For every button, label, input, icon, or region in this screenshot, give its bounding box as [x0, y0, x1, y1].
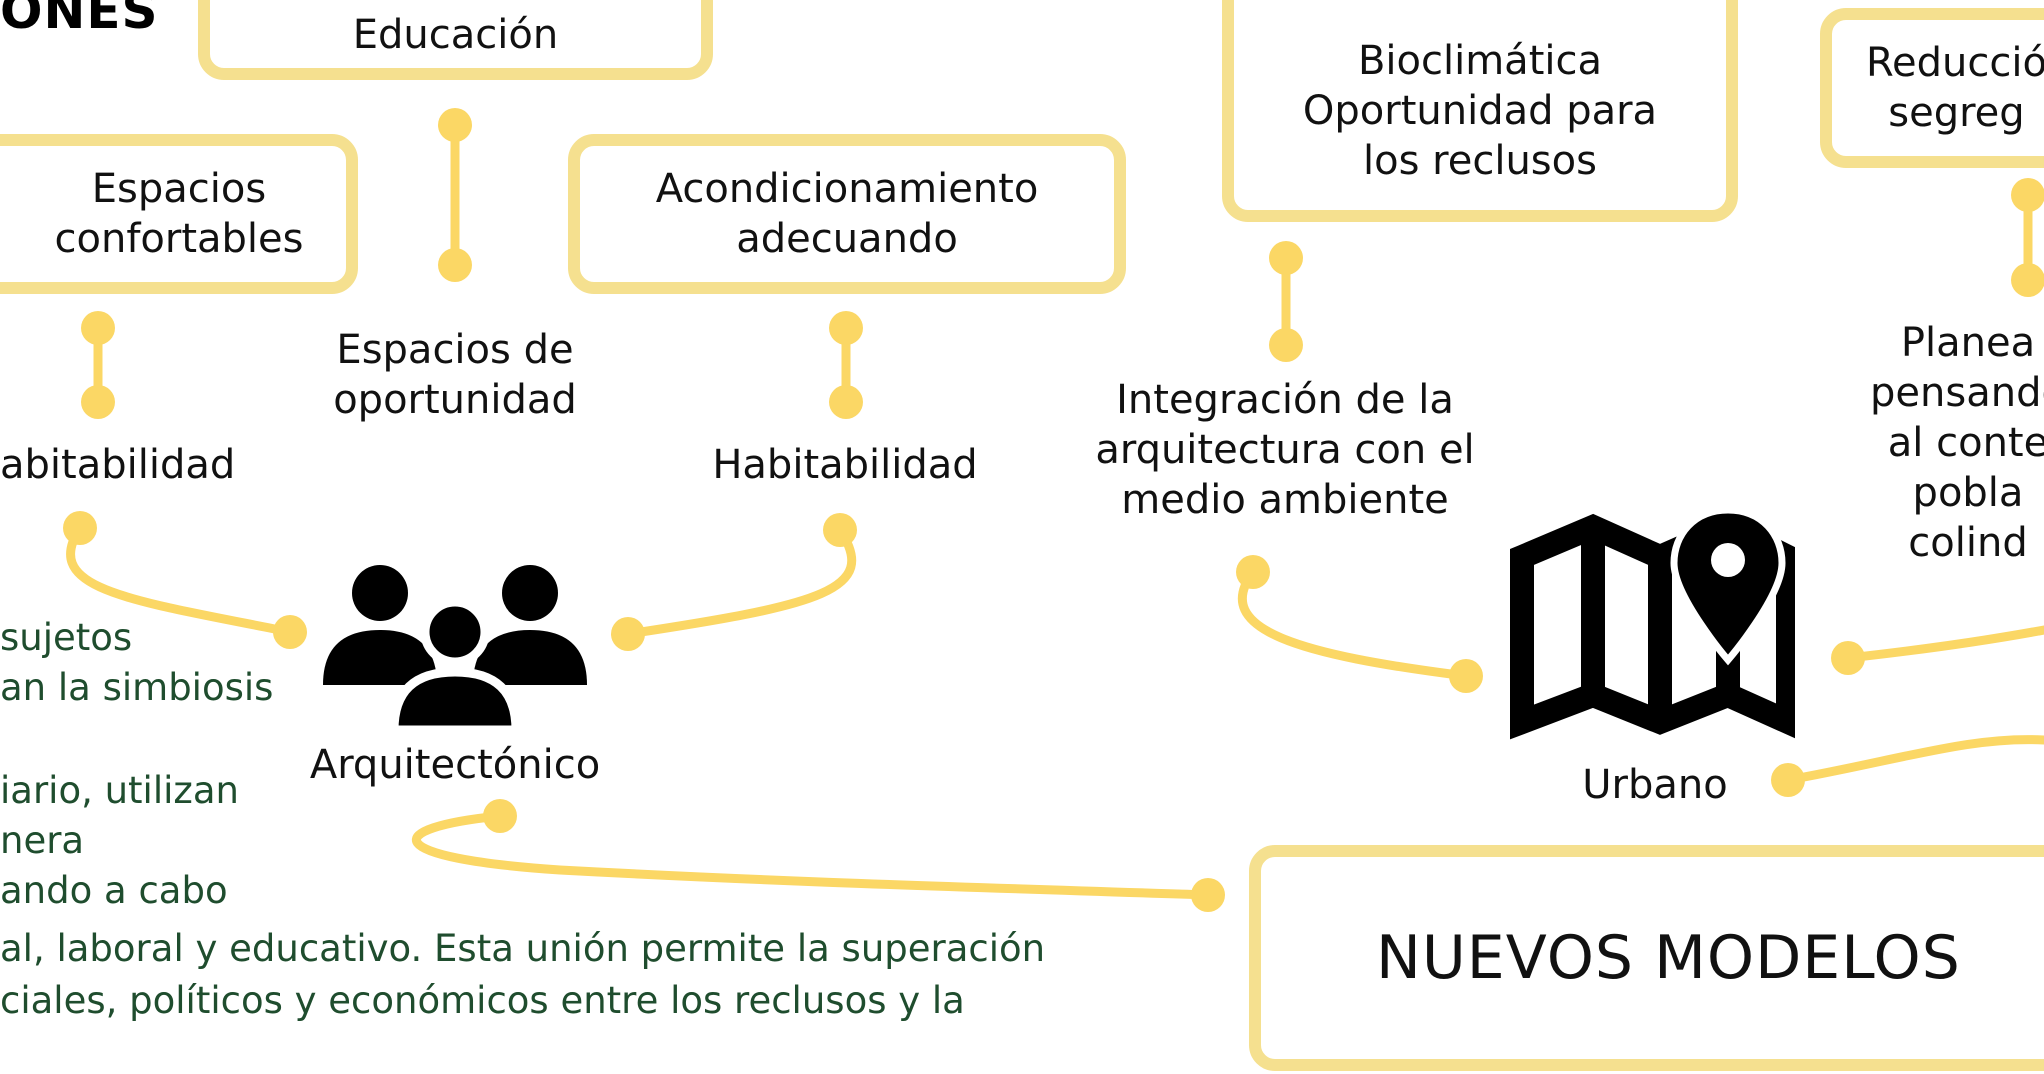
box-educacion: Educación — [198, 0, 713, 80]
dot-educacion-bottom — [438, 248, 472, 282]
box-bioclimatica-label: Bioclimática Oportunidad para los reclus… — [1302, 38, 1658, 184]
dot-acond-top — [829, 311, 863, 345]
group-people-icon — [323, 565, 587, 730]
dot-reduccion-bottom — [2011, 263, 2044, 297]
label-habitabilidad-right: Habitabilidad — [712, 442, 978, 488]
box-reduccion: Reducció segreg — [1820, 8, 2044, 168]
box-nuevos-modelos-label: NUEVOS MODELOS — [1376, 923, 1961, 993]
box-espacios-confortables-label: Espacios confortables — [54, 166, 304, 262]
dot-urbano-start — [1771, 763, 1805, 797]
dot-bioclim-bottom — [1269, 328, 1303, 362]
paragraph-line-2: an la simbiosis — [0, 666, 274, 709]
connector-planea — [1843, 625, 2044, 663]
dot-bioclim-top — [1269, 241, 1303, 275]
dot-arq-end — [1191, 878, 1225, 912]
box-reduccion-label: Reducció segreg — [1866, 40, 2044, 136]
connector-integracion — [1237, 567, 1471, 681]
label-arquitectonico: Arquitectónico — [309, 742, 601, 788]
label-espacios-oportunidad: Espacios de oportunidad — [333, 327, 577, 423]
dot-integracion-start — [1236, 555, 1270, 589]
paragraph-line-7: ciales, políticos y económicos entre los… — [0, 979, 965, 1022]
dot-confortables-top — [81, 311, 115, 345]
box-bioclimatica: Bioclimática Oportunidad para los reclus… — [1222, 0, 1738, 222]
page-title-fragment: ONES — [0, 0, 159, 40]
paragraph-line-4: nera — [0, 819, 85, 862]
dot-integracion-end — [1449, 659, 1483, 693]
dot-arq-start — [483, 799, 517, 833]
paragraph-line-6: al, laboral y educativo. Esta unión perm… — [0, 927, 1046, 970]
box-nuevos-modelos: NUEVOS MODELOS — [1249, 845, 2044, 1071]
box-acondicionamiento: Acondicionamiento adecuando — [568, 134, 1126, 294]
label-urbano: Urbano — [1582, 762, 1728, 808]
dot-reduccion-top — [2011, 178, 2044, 212]
connector-habitabilidad-right — [623, 525, 857, 639]
dot-acond-bottom — [829, 385, 863, 419]
box-espacios-confortables: Espacios confortables — [0, 134, 358, 294]
dot-hab-left-start — [63, 511, 97, 545]
paragraph-line-5: ando a cabo — [0, 869, 228, 912]
paragraph-line-3: iario, utilizan — [0, 769, 239, 812]
dot-hab-right-start — [823, 513, 857, 547]
box-acondicionamiento-label: Acondicionamiento adecuando — [655, 166, 1039, 262]
dot-hab-right-end — [611, 617, 645, 651]
label-planea: Planea pensando al conte pobla colind — [1870, 320, 2044, 566]
connector-arquitectonico — [412, 811, 1213, 900]
map-pin-icon — [1510, 506, 1795, 740]
box-educacion-label: Educación — [352, 12, 559, 58]
paragraph-line-1: sujetos — [0, 616, 133, 659]
label-integracion: Integración de la arquitectura con el me… — [1095, 377, 1475, 523]
dot-educacion-top — [438, 108, 472, 142]
label-habitabilidad-left: abitabilidad — [0, 442, 236, 488]
connector-urbano — [1783, 735, 2044, 785]
dot-planea-start — [1831, 641, 1865, 675]
dot-confortables-bottom — [81, 385, 115, 419]
dot-hab-left-end — [273, 615, 307, 649]
